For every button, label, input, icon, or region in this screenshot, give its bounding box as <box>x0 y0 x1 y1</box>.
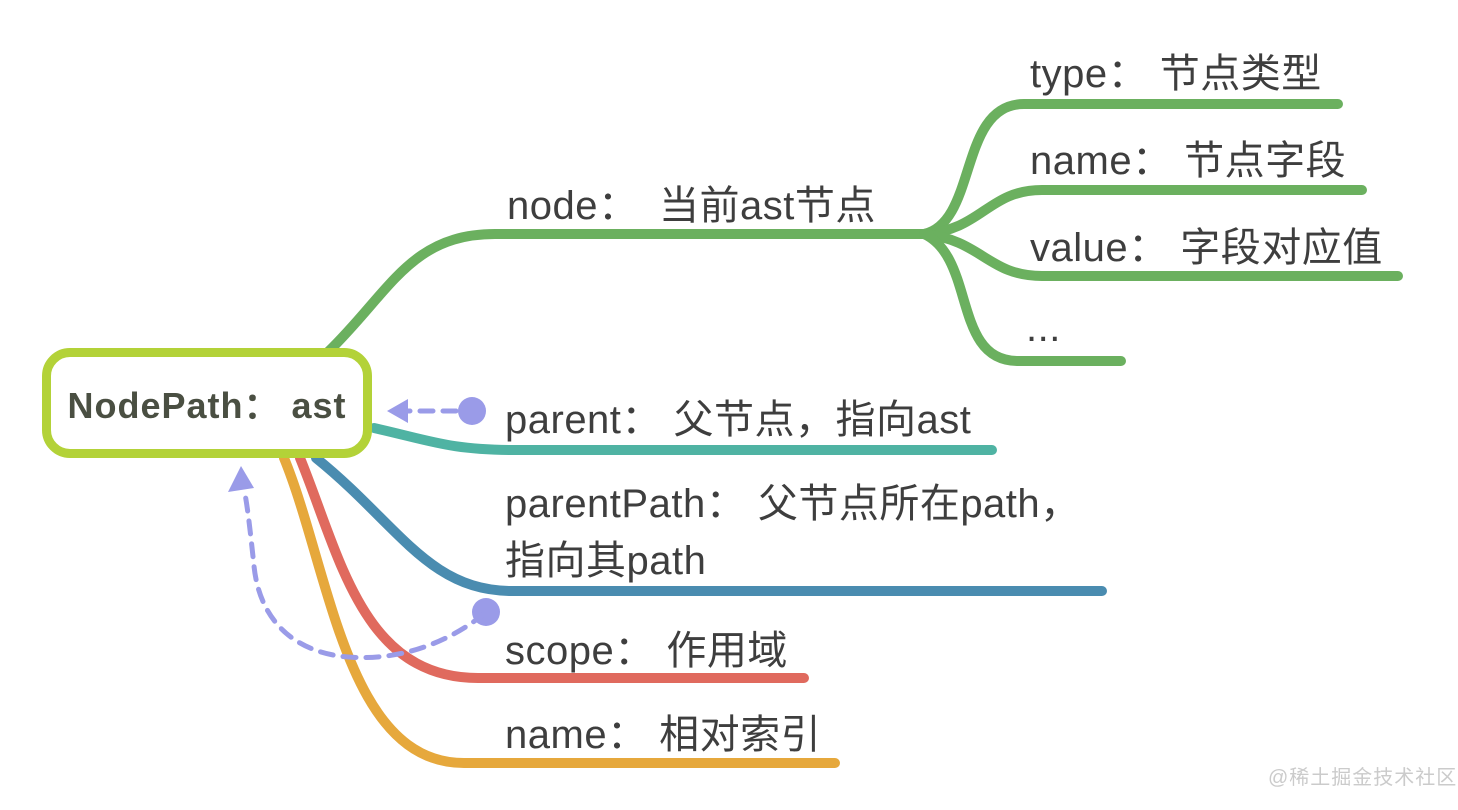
node-branch-label: node： 当前ast节点 <box>507 184 876 228</box>
branch-parentpath-line <box>311 453 1107 596</box>
name-child-label: name： 节点字段 <box>1030 139 1347 183</box>
branch-type-line <box>919 99 1343 239</box>
parent-branch-label: parent： 父节点，指向ast <box>505 398 972 442</box>
branch-ellipsis-line <box>919 229 1126 366</box>
value-child-label: value： 字段对应值 <box>1030 226 1383 270</box>
parent-pointer-dot <box>458 397 486 425</box>
parent-pointer-arrowhead-icon <box>387 399 408 423</box>
branch-scope-line <box>295 453 809 683</box>
type-child-label: type： 节点类型 <box>1030 52 1322 96</box>
ellipsis-child-label: ... <box>1026 306 1061 350</box>
path-pointer-dashed-curve <box>242 491 487 661</box>
watermark-text: @稀土掘金技术社区 <box>1268 767 1458 789</box>
root-node-box: NodePath： ast <box>42 348 372 458</box>
branch-name-line <box>279 453 840 768</box>
parentpath-branch-label-line2: 指向其path <box>505 539 707 583</box>
scope-branch-label: scope： 作用域 <box>505 629 788 673</box>
branch-value-line <box>919 229 1403 281</box>
branch-node-line <box>323 229 929 357</box>
path-pointer-arrowhead-icon <box>228 466 254 492</box>
name-branch-label: name： 相对索引 <box>505 713 822 757</box>
branch-name-child-line <box>919 185 1367 239</box>
root-node-label: NodePath： ast <box>67 385 347 426</box>
branch-parent-line <box>369 423 997 455</box>
parentpath-branch-label-line1: parentPath： 父节点所在path， <box>505 482 1081 526</box>
